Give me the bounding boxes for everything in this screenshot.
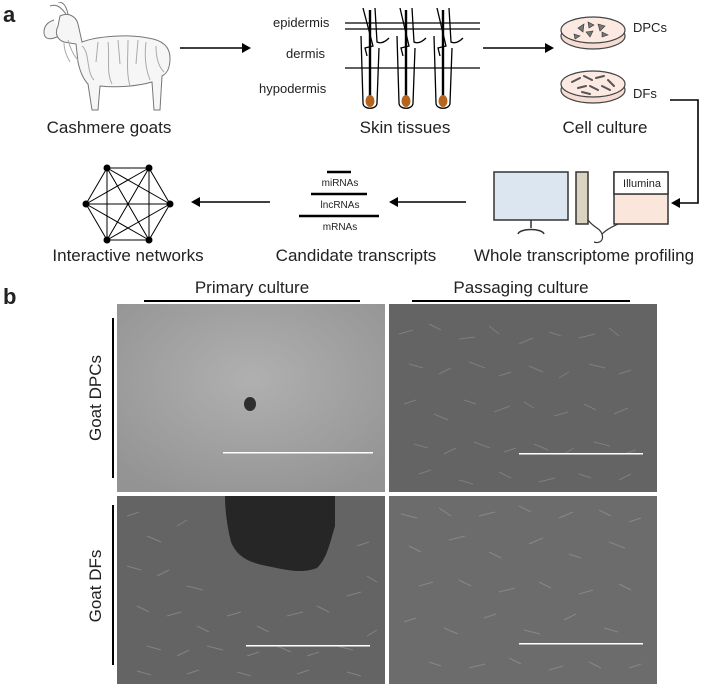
row-line-dfs <box>112 505 114 665</box>
row-label-dpcs: Goat DPCs <box>86 355 105 441</box>
row-label-dfs: Goat DFs <box>86 549 105 623</box>
column-header-passaging-line <box>412 300 630 302</box>
micrograph-dpcs-primary <box>117 304 385 492</box>
sequencer-illustration <box>493 171 669 244</box>
mrna-label: mRNAs <box>322 222 358 233</box>
goat-illustration <box>43 2 171 111</box>
skin-label: Skin tissues <box>359 118 451 137</box>
skin-layer-hypodermis: hypodermis <box>259 81 327 96</box>
arrow-skin-to-culture <box>483 43 554 53</box>
mirna-label: miRNAs <box>321 178 359 189</box>
dpc-label: DPCs <box>633 20 667 35</box>
hair-follicle-illustration <box>345 8 480 109</box>
panel-b-letter: b <box>3 284 17 309</box>
df-label: DFs <box>633 86 657 101</box>
panel-a-letter: a <box>3 2 16 27</box>
dpc-petri-dish <box>560 16 626 50</box>
arrow-goat-to-skin <box>180 43 251 53</box>
profiling-label: Whole transcriptome profiling <box>473 246 695 265</box>
column-header-passaging: Passaging culture <box>453 278 589 297</box>
cell-culture-label: Cell culture <box>562 118 648 137</box>
arrow-profiling-to-candidates <box>389 197 466 207</box>
lncrna-label: lncRNAs <box>320 200 360 211</box>
arrow-candidates-to-networks <box>191 197 270 207</box>
candidate-label: Candidate transcripts <box>275 246 437 265</box>
illumina-label: Illumina <box>623 178 661 190</box>
column-header-primary: Primary culture <box>194 278 310 297</box>
goat-label: Cashmere goats <box>46 118 172 137</box>
transcript-bars <box>299 170 379 218</box>
micrograph-dfs-passaging <box>389 496 657 684</box>
column-header-primary-line <box>144 300 360 302</box>
row-line-dpcs <box>112 318 114 478</box>
arrow-culture-to-profiling <box>670 99 699 208</box>
skin-layer-epidermis: epidermis <box>273 15 330 30</box>
skin-layer-dermis: dermis <box>286 46 326 61</box>
df-petri-dish <box>560 70 626 104</box>
network-label: Interactive networks <box>52 246 204 265</box>
micrograph-dfs-primary <box>117 496 385 684</box>
micrograph-dpcs-passaging <box>389 304 657 492</box>
network-graph <box>82 164 174 244</box>
